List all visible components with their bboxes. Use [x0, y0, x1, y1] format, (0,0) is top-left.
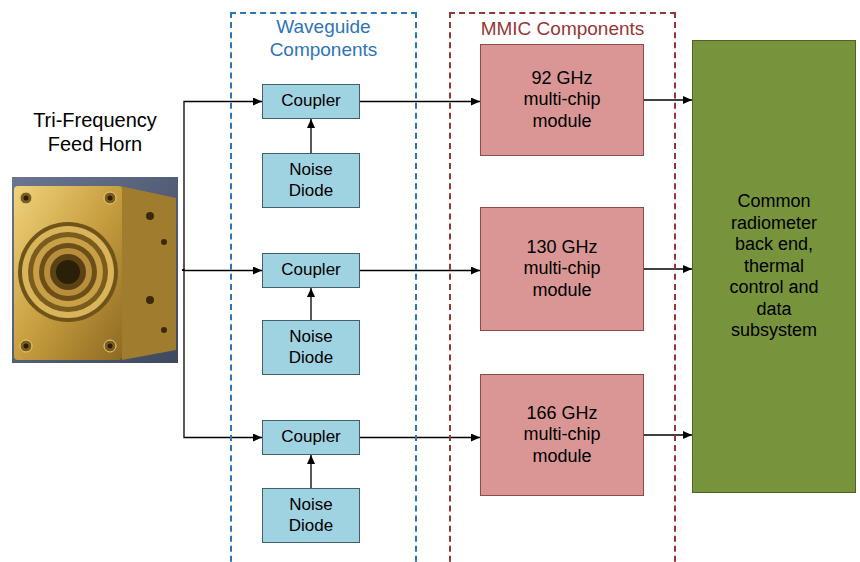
- signal-arrow: [360, 437, 480, 438]
- horn-ring: [56, 260, 80, 284]
- component-group: MMIC Components 92 GHz multi-chip module 1…: [449, 12, 676, 562]
- horn-front-face: [14, 186, 122, 360]
- multi-chip-module: 92 GHz multi-chip module: [480, 44, 644, 156]
- horn-bore: [18, 222, 118, 322]
- node-label: Waveguide Components: [249, 16, 399, 62]
- waveguide-box: Noise Diode: [262, 153, 360, 208]
- screw-holes: [20, 192, 167, 352]
- signal-arrow: [310, 288, 311, 320]
- signal-arrow: [644, 434, 692, 435]
- horn-ring: [22, 226, 114, 318]
- signal-arrow: [360, 270, 480, 271]
- node-label: 92 GHz multi-chip module: [507, 68, 617, 133]
- multi-chip-module: 166 GHz multi-chip module: [480, 374, 644, 496]
- signal-arrow: [310, 455, 311, 488]
- signal-arrow: [182, 270, 262, 438]
- waveguide-box: Coupler: [262, 253, 360, 288]
- node-label: Coupler: [281, 260, 341, 280]
- photo-backdrop: [12, 177, 178, 363]
- node-label: 130 GHz multi-chip module: [507, 237, 617, 302]
- multi-chip-module: 130 GHz multi-chip module: [480, 207, 644, 331]
- horn-ring: [33, 237, 103, 307]
- node-label: Noise Diode: [271, 327, 351, 368]
- horn-side-face: [120, 186, 176, 360]
- node-label: Noise Diode: [271, 495, 351, 536]
- node-label: 166 GHz multi-chip module: [507, 403, 617, 468]
- component-group: Waveguide ComponentsCouplerNoise DiodeCo…: [230, 12, 417, 562]
- horn-ring: [39, 243, 97, 301]
- node-label: Coupler: [281, 91, 341, 111]
- node-label: Tri-Frequency Feed Horn: [20, 108, 170, 156]
- node-label: Common radiometer back end, thermal cont…: [717, 191, 832, 342]
- signal-arrow: [182, 102, 262, 271]
- signal-arrow: [644, 99, 692, 100]
- waveguide-box: Coupler: [262, 420, 360, 455]
- feed-horn: Tri-Frequency Feed Horn: [8, 104, 182, 436]
- horn-ring: [28, 232, 108, 312]
- signal-arrow: [644, 268, 692, 269]
- signal-arrow: [310, 119, 311, 153]
- waveguide-box: Noise Diode: [262, 488, 360, 543]
- waveguide-box: Noise Diode: [262, 320, 360, 375]
- node-label: MMIC Components: [481, 18, 645, 41]
- horn-ring: [44, 248, 92, 296]
- signal-arrow: [360, 101, 480, 102]
- node-label: Noise Diode: [271, 160, 351, 201]
- node-label: Coupler: [281, 427, 341, 447]
- signal-arrow: [182, 269, 262, 271]
- waveguide-box: Coupler: [262, 84, 360, 119]
- horn-ring: [50, 254, 86, 290]
- back-end-box: Common radiometer back end, thermal cont…: [692, 40, 856, 493]
